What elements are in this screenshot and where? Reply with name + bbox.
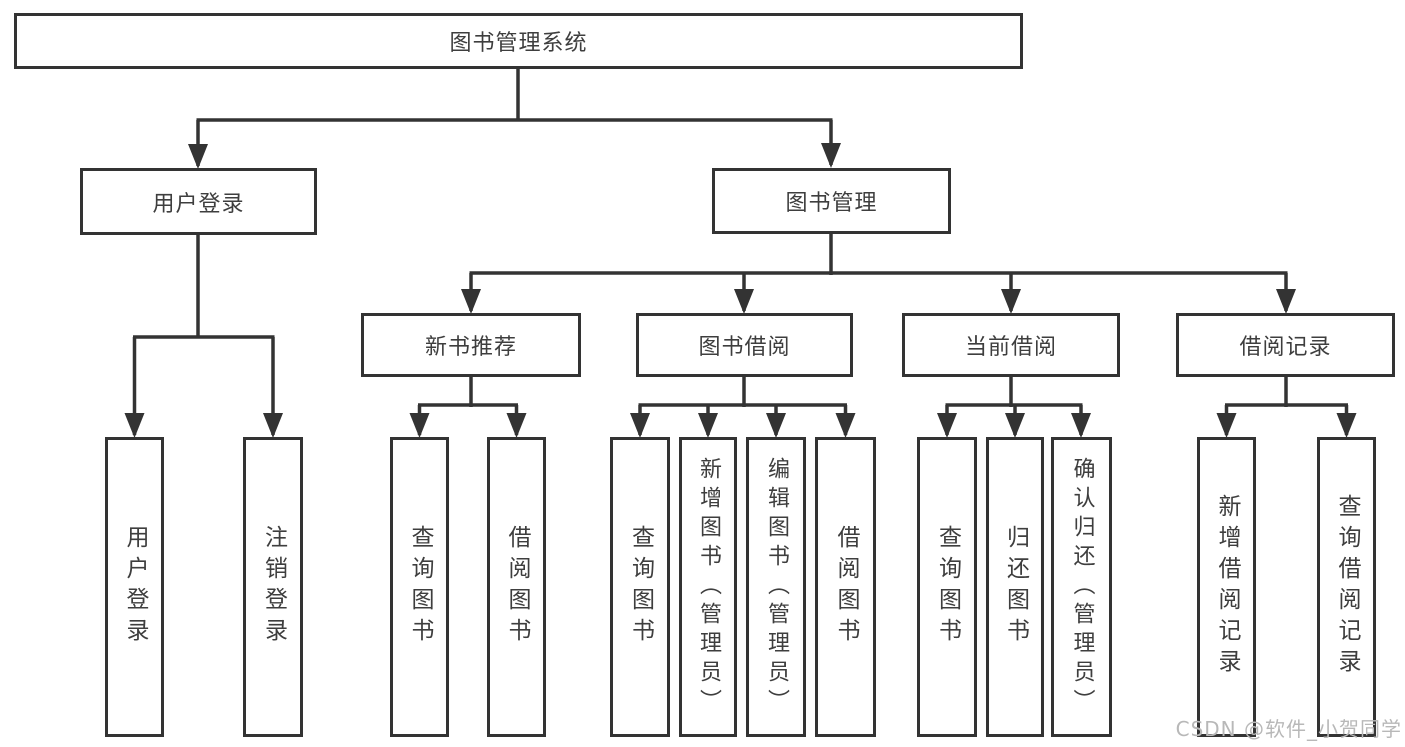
leaf-borrowing-add-book-admin: 新增图书（管理员） bbox=[679, 437, 737, 737]
watermark-text: CSDN @软件_小贺同学 bbox=[1175, 717, 1402, 741]
node-label: 新书推荐 bbox=[424, 335, 517, 360]
node-new-book-recommendation: 新书推荐 bbox=[361, 313, 581, 377]
node-label: 图书管理 bbox=[785, 191, 878, 216]
node-label: 查询图书 bbox=[934, 525, 961, 649]
leaf-records-query-borrow-record: 查询借阅记录 bbox=[1317, 437, 1376, 737]
node-label: 图书管理系统 bbox=[449, 31, 588, 56]
node-borrowing-records: 借阅记录 bbox=[1176, 313, 1395, 377]
leaf-records-add-borrow-record: 新增借阅记录 bbox=[1197, 437, 1256, 737]
node-label: 查询借阅记录 bbox=[1334, 494, 1360, 680]
leaf-current-return-books: 归还图书 bbox=[986, 437, 1044, 737]
leaf-user-login: 用户登录 bbox=[105, 437, 164, 737]
node-library-management-system: 图书管理系统 bbox=[14, 13, 1023, 69]
node-label: 归还图书 bbox=[1002, 525, 1029, 649]
node-label: 新增图书（管理员） bbox=[696, 456, 721, 718]
node-label: 当前借阅 bbox=[964, 335, 1057, 360]
node-label: 借阅图书 bbox=[833, 525, 859, 649]
node-current-borrowing: 当前借阅 bbox=[902, 313, 1120, 377]
node-label: 查询图书 bbox=[627, 525, 654, 649]
node-label: 新增借阅记录 bbox=[1214, 494, 1240, 680]
node-label: 图书借阅 bbox=[698, 335, 791, 360]
node-label: 借阅图书 bbox=[504, 525, 530, 649]
leaf-borrowing-borrow-books: 借阅图书 bbox=[815, 437, 876, 737]
node-label: 确认归还（管理员） bbox=[1069, 456, 1095, 718]
node-book-borrowing: 图书借阅 bbox=[636, 313, 853, 377]
leaf-logout: 注销登录 bbox=[243, 437, 303, 737]
leaf-borrowing-query-books: 查询图书 bbox=[610, 437, 670, 737]
leaf-newbook-borrow-books: 借阅图书 bbox=[487, 437, 546, 737]
node-label: 用户登录 bbox=[122, 525, 148, 649]
node-label: 用户登录 bbox=[152, 191, 245, 217]
node-label: 查询图书 bbox=[407, 525, 433, 649]
node-user-login: 用户登录 bbox=[80, 168, 317, 235]
node-book-management: 图书管理 bbox=[712, 168, 951, 234]
leaf-current-query-books: 查询图书 bbox=[917, 437, 977, 737]
node-label: 注销登录 bbox=[260, 525, 287, 649]
node-label: 编辑图书（管理员） bbox=[764, 456, 789, 718]
leaf-newbook-query-books: 查询图书 bbox=[390, 437, 449, 737]
node-label: 借阅记录 bbox=[1239, 335, 1332, 360]
leaf-current-confirm-return-admin: 确认归还（管理员） bbox=[1051, 437, 1112, 737]
leaf-borrowing-edit-book-admin: 编辑图书（管理员） bbox=[746, 437, 806, 737]
